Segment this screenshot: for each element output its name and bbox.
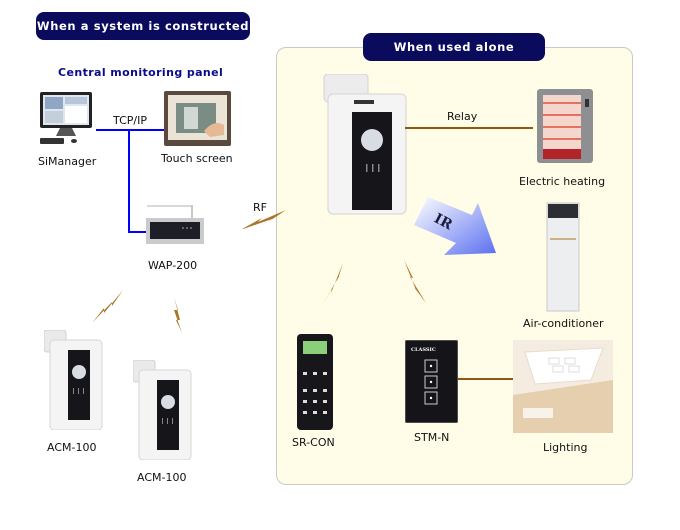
simanager-label: SiManager bbox=[38, 155, 97, 168]
acm-100-main-device-icon bbox=[322, 73, 412, 216]
acm-100-device-icon bbox=[132, 359, 193, 461]
electric-heating-label: Electric heating bbox=[519, 175, 606, 188]
air-conditioner-label: Air-conditioner bbox=[523, 317, 604, 330]
system-constructed-title: When a system is constructed bbox=[36, 12, 250, 40]
sr-con-remote-icon bbox=[297, 334, 333, 430]
used-alone-title: When used alone bbox=[363, 33, 545, 61]
tcpip-link-horizontal bbox=[96, 129, 164, 131]
relay-label: Relay bbox=[447, 110, 478, 123]
svg-text:CLASSIC: CLASSIC bbox=[411, 347, 436, 353]
acm-100-device-icon bbox=[43, 329, 104, 431]
acm-100-label-1: ACM-100 bbox=[47, 441, 97, 454]
rf-bolt-icon bbox=[174, 297, 182, 333]
stm-n-switch-icon: CLASSIC bbox=[404, 339, 459, 424]
lighting-link bbox=[458, 378, 514, 380]
wap-link bbox=[128, 231, 146, 233]
relay-link bbox=[405, 127, 533, 129]
central-monitoring-title: Central monitoring panel bbox=[58, 66, 224, 79]
lighting-label: Lighting bbox=[543, 441, 588, 454]
tcpip-link-vertical bbox=[128, 129, 130, 233]
touch-screen-icon bbox=[164, 91, 231, 146]
simanager-pc-icon bbox=[36, 90, 98, 148]
lighting-room-image bbox=[513, 340, 613, 433]
air-conditioner-icon bbox=[546, 202, 580, 312]
acm-100-label-2: ACM-100 bbox=[137, 471, 187, 484]
tcpip-label: TCP/IP bbox=[113, 114, 147, 127]
wap-200-label: WAP-200 bbox=[148, 259, 198, 272]
touch-screen-label: Touch screen bbox=[161, 152, 233, 165]
electric-heater-icon bbox=[535, 87, 597, 167]
wap-200-icon bbox=[145, 205, 205, 245]
rf-label: RF bbox=[253, 201, 267, 214]
stm-n-label: STM-N bbox=[414, 431, 450, 444]
ir-arrow-icon bbox=[410, 195, 500, 260]
rf-bolt-icon bbox=[92, 290, 123, 323]
sr-con-label: SR-CON bbox=[292, 436, 335, 449]
